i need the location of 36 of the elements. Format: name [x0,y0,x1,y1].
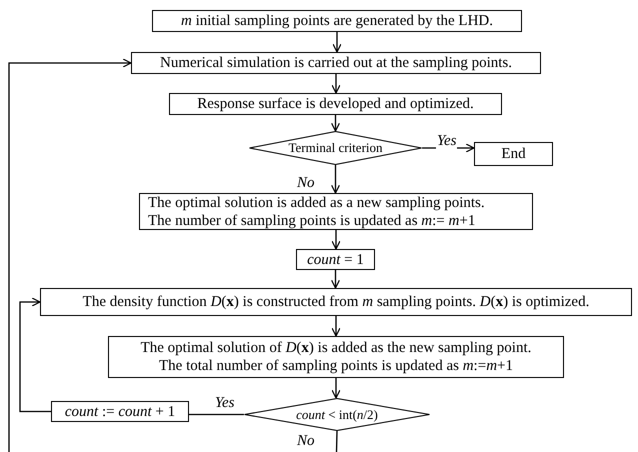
arrow [331,378,341,399]
edge-label: Yes [436,134,458,149]
box-text: End [501,145,526,163]
process-box [474,142,553,166]
process-box [169,93,502,115]
process-box [139,193,533,230]
arrow [331,230,341,250]
box-text: Response surface is developed and optimized. [197,95,474,113]
arrow [330,115,340,132]
arrow [8,58,132,452]
arrow [332,32,342,53]
arrow [330,270,340,289]
arrow [19,297,51,412]
box-text: The total number of sampling points is updated as m:=m+1 [159,357,513,375]
box-text: count = 1 [307,250,364,268]
box-text: The number of sampling points is updated as m:= m+1 [148,212,476,230]
box-text: count := count + 1 [64,402,176,420]
arrow [331,316,341,337]
box-text: Numerical simulation is carried out at the sampling points. [160,54,512,72]
process-box [51,401,189,422]
box-text: The optimal solution is added as a new sampling points. [148,194,485,212]
diamond-label: count < int(n/2) [296,406,378,424]
process-box [40,288,632,316]
arrow [422,143,475,153]
arrow [331,74,341,94]
box-text: The optimal solution of D(x) is added as the new sampling point. [140,339,532,357]
box-text: The density function D(x) is constructed from m sampling points. D(x) is optimized. [82,293,590,311]
process-box [108,336,564,378]
process-box [131,52,541,74]
decision-diamond [249,131,422,165]
process-box [152,10,522,32]
decision-diamond [244,398,430,431]
box-text: m initial sampling points are generated by the LHD. [180,12,493,30]
diamond-label: Terminal criterion [288,139,383,157]
process-box [296,249,375,270]
arrow [330,165,340,194]
